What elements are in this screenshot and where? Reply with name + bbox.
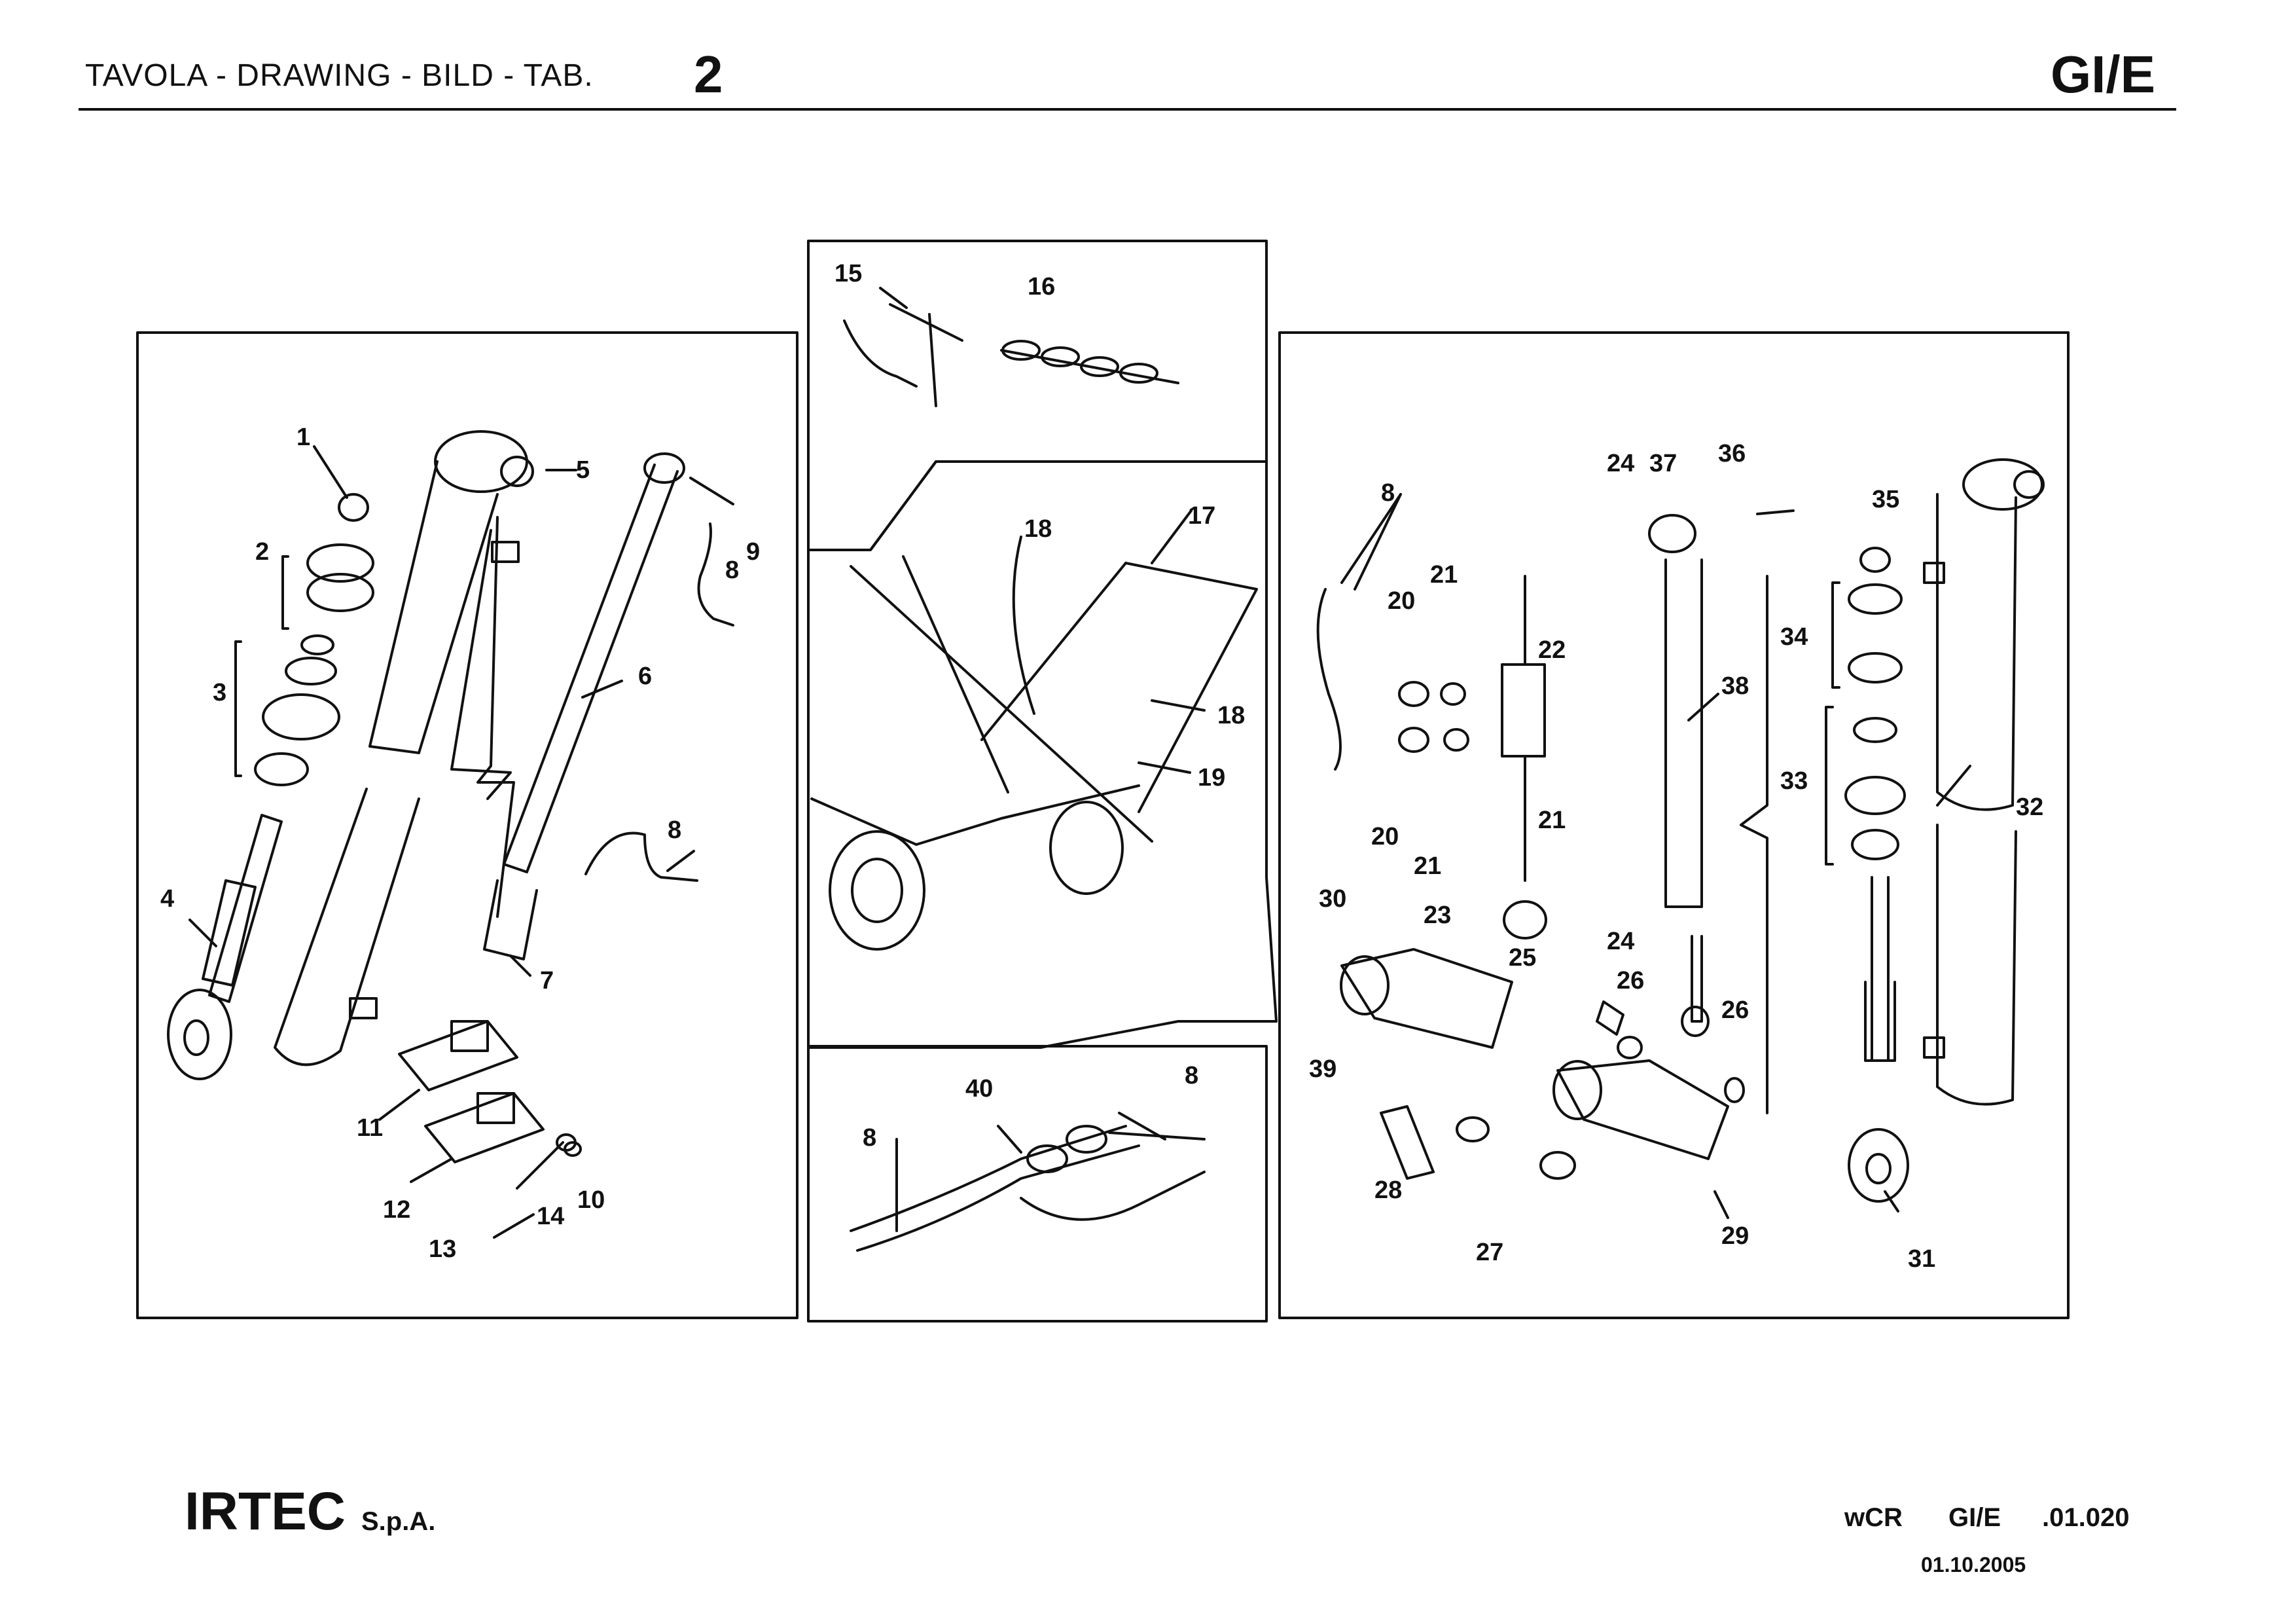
table-number: 2 xyxy=(694,45,723,103)
break-line-left xyxy=(476,516,515,918)
callout-number: 26 xyxy=(1617,967,1644,994)
brace-2 xyxy=(281,555,289,630)
callout-number: 33 xyxy=(1780,767,1808,795)
panel-right-frame xyxy=(1278,331,2070,1319)
right-piston-rod xyxy=(1848,876,1909,1203)
left-brackets xyxy=(398,1020,582,1190)
callout-number: 15 xyxy=(834,260,862,287)
callout-number: 8 xyxy=(725,556,739,584)
callout-number: 7 xyxy=(540,967,554,994)
callout-number: 8 xyxy=(863,1124,876,1152)
callouts-right: 8 24 37 36 35 21 20 22 38 34 21 20 33 32… xyxy=(1309,440,2043,1273)
callout-number: 3 xyxy=(213,679,226,706)
callout-number: 8 xyxy=(668,816,681,844)
brace-3 xyxy=(234,640,242,777)
callout-number: 21 xyxy=(1414,852,1441,880)
right-seal-stack xyxy=(1844,547,1906,860)
callout-number: 18 xyxy=(1217,702,1245,729)
right-cylinder-barrel xyxy=(1923,458,2045,1106)
right-yoke-pins xyxy=(1340,948,1745,1180)
brand-suffix: S.p.A. xyxy=(361,1507,436,1536)
callout-number: 38 xyxy=(1721,672,1749,700)
callout-number: 26 xyxy=(1721,996,1749,1024)
reference-group: GI/E xyxy=(1948,1503,2001,1532)
callout-number: 14 xyxy=(537,1203,564,1230)
callouts-left: 1 2 3 4 5 6 7 8 9 10 11 12 13 14 8 xyxy=(160,424,760,1263)
callout-number: 37 xyxy=(1649,450,1677,477)
callout-number: 8 xyxy=(1381,479,1395,507)
callout-number: 32 xyxy=(2016,793,2043,821)
callout-number: 29 xyxy=(1721,1222,1749,1250)
callouts-center: 17 18 18 19 xyxy=(1024,502,1245,792)
break-line-right xyxy=(1740,575,1768,1114)
group-code: GI/E xyxy=(2050,45,2155,103)
top-chain xyxy=(843,303,1179,407)
callout-number: 27 xyxy=(1476,1239,1503,1266)
callout-number: 9 xyxy=(746,538,760,566)
brace-33 xyxy=(1825,706,1834,866)
callout-number: 24 xyxy=(1607,928,1634,955)
reference-model: wCR xyxy=(1844,1503,1903,1532)
brand-name: IRTEC xyxy=(185,1482,346,1541)
callouts-bottom: 40 8 8 xyxy=(863,1062,1198,1152)
callout-number: 8 xyxy=(1185,1062,1198,1089)
callout-number: 25 xyxy=(1509,944,1536,972)
callouts-top: 15 16 xyxy=(834,260,1055,301)
callout-number: 31 xyxy=(1908,1245,1935,1273)
callout-number: 21 xyxy=(1430,561,1458,589)
callout-number: 6 xyxy=(638,663,652,690)
callout-number: 28 xyxy=(1374,1176,1402,1204)
left-hoses xyxy=(584,522,734,882)
callout-number: 22 xyxy=(1538,636,1566,664)
callout-number: 1 xyxy=(296,424,310,451)
callout-number: 21 xyxy=(1538,807,1566,834)
callout-number: 23 xyxy=(1424,902,1451,929)
callout-number: 18 xyxy=(1024,515,1052,543)
left-piston-rod xyxy=(167,814,283,1080)
callout-number: 40 xyxy=(965,1075,993,1103)
panel-bottom-frame xyxy=(807,1045,1268,1322)
left-seal-stack xyxy=(254,493,374,786)
callout-number: 39 xyxy=(1309,1055,1336,1083)
callout-number: 35 xyxy=(1872,486,1899,513)
brace-34 xyxy=(1831,581,1840,689)
callout-number: 19 xyxy=(1198,764,1225,792)
callout-number: 30 xyxy=(1319,885,1346,913)
callout-number: 16 xyxy=(1028,273,1055,301)
right-valve-block xyxy=(1316,575,1547,939)
reference-number: .01.020 xyxy=(2042,1503,2130,1532)
header-divider xyxy=(79,108,2176,111)
callout-number: 17 xyxy=(1188,502,1215,530)
callout-number: 36 xyxy=(1718,440,1746,467)
callout-number: 2 xyxy=(255,538,269,566)
left-cylinder-barrel xyxy=(274,430,534,1067)
panel-left-frame xyxy=(136,331,798,1319)
callout-number: 13 xyxy=(429,1235,456,1263)
reference-date: 01.10.2005 xyxy=(1921,1553,2026,1577)
callout-number: 20 xyxy=(1371,823,1399,850)
callout-number: 4 xyxy=(160,885,174,913)
callout-number: 5 xyxy=(576,456,590,484)
callout-number: 34 xyxy=(1780,623,1808,651)
callout-number: 11 xyxy=(357,1114,383,1142)
callout-number: 20 xyxy=(1388,587,1415,615)
panel-center-frame xyxy=(807,460,1278,1049)
callout-number: 10 xyxy=(577,1186,605,1214)
callout-number: 12 xyxy=(383,1196,410,1224)
bottom-hose-assembly xyxy=(850,1125,1206,1252)
header-title: TAVOLA - DRAWING - BILD - TAB. xyxy=(85,58,594,93)
left-slim-cylinder xyxy=(483,452,685,960)
right-slim-cylinder xyxy=(1648,509,1795,1037)
center-vehicle-sketch xyxy=(810,536,1258,951)
callout-number: 24 xyxy=(1607,450,1634,477)
